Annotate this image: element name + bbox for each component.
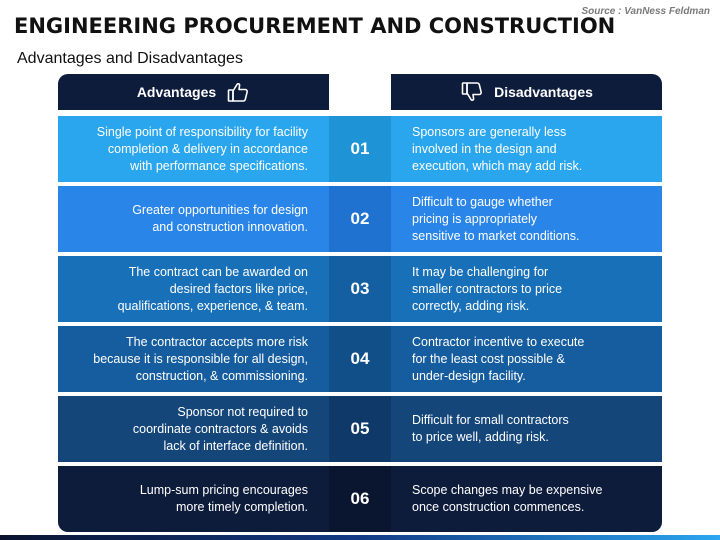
table-row: Lump-sum pricing encourages more timely … bbox=[58, 466, 662, 532]
advantage-text: Greater opportunities for design and con… bbox=[132, 203, 308, 234]
advantage-cell: The contract can be awarded on desired f… bbox=[58, 256, 329, 322]
row-number: 01 bbox=[329, 116, 391, 182]
advantage-text: The contractor accepts more risk because… bbox=[93, 334, 308, 383]
disadvantages-header: Disadvantages bbox=[391, 74, 662, 110]
row-number: 04 bbox=[329, 326, 391, 392]
advantage-cell: Single point of responsibility for facil… bbox=[58, 116, 329, 182]
advantage-text: Single point of responsibility for facil… bbox=[96, 124, 308, 173]
disadvantage-cell: Difficult to gauge whether pricing is ap… bbox=[391, 186, 662, 252]
disadvantage-text: Contractor incentive to execute for the … bbox=[412, 334, 585, 383]
page-subtitle: Advantages and Disadvantages bbox=[17, 50, 243, 67]
disadvantage-cell: It may be challenging for smaller contra… bbox=[391, 256, 662, 322]
advantage-cell: Greater opportunities for design and con… bbox=[58, 186, 329, 252]
advantage-text: Sponsor not required to coordinate contr… bbox=[132, 404, 308, 453]
advantages-header: Advantages bbox=[58, 74, 329, 110]
thumbs-down-icon bbox=[460, 80, 484, 104]
disadvantage-text: Difficult to gauge whether pricing is ap… bbox=[412, 194, 580, 243]
thumbs-up-icon bbox=[226, 80, 250, 104]
advantage-cell: Lump-sum pricing encourages more timely … bbox=[58, 466, 329, 532]
source-note: Source : VanNess Feldman bbox=[581, 6, 710, 17]
table-row: Greater opportunities for design and con… bbox=[58, 186, 662, 252]
disadvantages-header-label: Disadvantages bbox=[494, 84, 593, 100]
page-title: ENGINEERING PROCUREMENT AND CONSTRUCTION bbox=[14, 14, 616, 38]
disadvantage-text: Difficult for small contractors to price… bbox=[412, 413, 569, 444]
advantage-cell: Sponsor not required to coordinate contr… bbox=[58, 396, 329, 462]
disadvantage-cell: Contractor incentive to execute for the … bbox=[391, 326, 662, 392]
row-number: 05 bbox=[329, 396, 391, 462]
row-number: 02 bbox=[329, 186, 391, 252]
disadvantage-cell: Sponsors are generally less involved in … bbox=[391, 116, 662, 182]
table-row: Sponsor not required to coordinate contr… bbox=[58, 396, 662, 462]
advantage-text: The contract can be awarded on desired f… bbox=[117, 264, 308, 313]
row-number: 06 bbox=[329, 466, 391, 532]
disadvantage-cell: Scope changes may be expensive once cons… bbox=[391, 466, 662, 532]
advantage-text: Lump-sum pricing encourages more timely … bbox=[139, 483, 308, 514]
disadvantage-cell: Difficult for small contractors to price… bbox=[391, 396, 662, 462]
advantages-header-label: Advantages bbox=[136, 84, 217, 100]
disadvantage-text: Sponsors are generally less involved in … bbox=[412, 124, 583, 173]
footer-accent-bar bbox=[0, 535, 720, 540]
advantage-cell: The contractor accepts more risk because… bbox=[58, 326, 329, 392]
disadvantage-text: It may be challenging for smaller contra… bbox=[412, 264, 563, 313]
disadvantage-text: Scope changes may be expensive once cons… bbox=[412, 483, 603, 514]
row-number: 03 bbox=[329, 256, 391, 322]
table-row: The contractor accepts more risk because… bbox=[58, 326, 662, 392]
table-row: The contract can be awarded on desired f… bbox=[58, 256, 662, 322]
table-row: Single point of responsibility for facil… bbox=[58, 116, 662, 182]
